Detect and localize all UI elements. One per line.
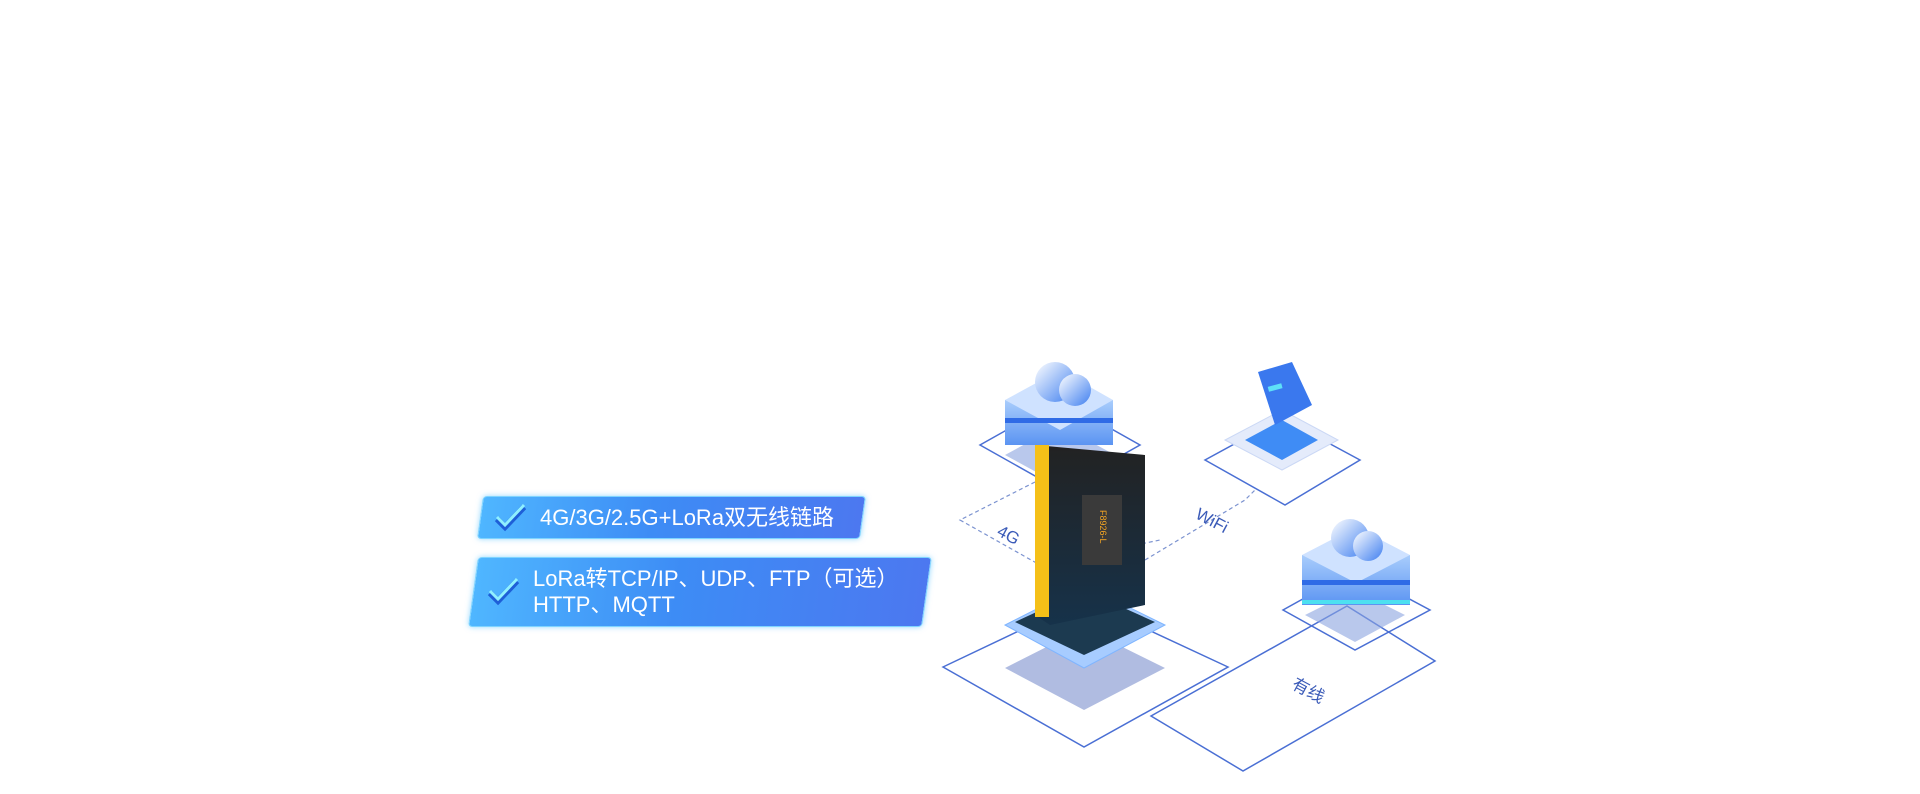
gateway-device: F8926-L [941, 445, 1230, 748]
link-label-wired: 有线 [1289, 674, 1328, 707]
feature-badge-protocols: LoRa转TCP/IP、UDP、FTP（可选） HTTP、MQTT [468, 557, 932, 627]
wifi-link-dashed [1144, 489, 1256, 561]
checkmark-icon [494, 503, 527, 531]
device-model-label: F8926-L [1098, 510, 1108, 544]
document-node-icon [1203, 362, 1362, 506]
wired-link-frame [1149, 605, 1437, 772]
4g-link-dashed [958, 481, 1161, 566]
feature-text: 4G/3G/2.5G+LoRa双无线链路 [540, 504, 835, 530]
cloud-server-icon [978, 362, 1142, 491]
cloud-server-icon [1281, 519, 1432, 651]
feature-text-line: HTTP、MQTT [533, 592, 675, 617]
checkmark-icon [487, 577, 520, 606]
link-label-wifi: WiFi [1192, 504, 1231, 537]
feature-text-line: LoRa转TCP/IP、UDP、FTP（可选） [533, 566, 899, 591]
feature-badge-dual-link: 4G/3G/2.5G+LoRa双无线链路 [476, 496, 867, 539]
link-label-4g: 4G [994, 521, 1023, 548]
